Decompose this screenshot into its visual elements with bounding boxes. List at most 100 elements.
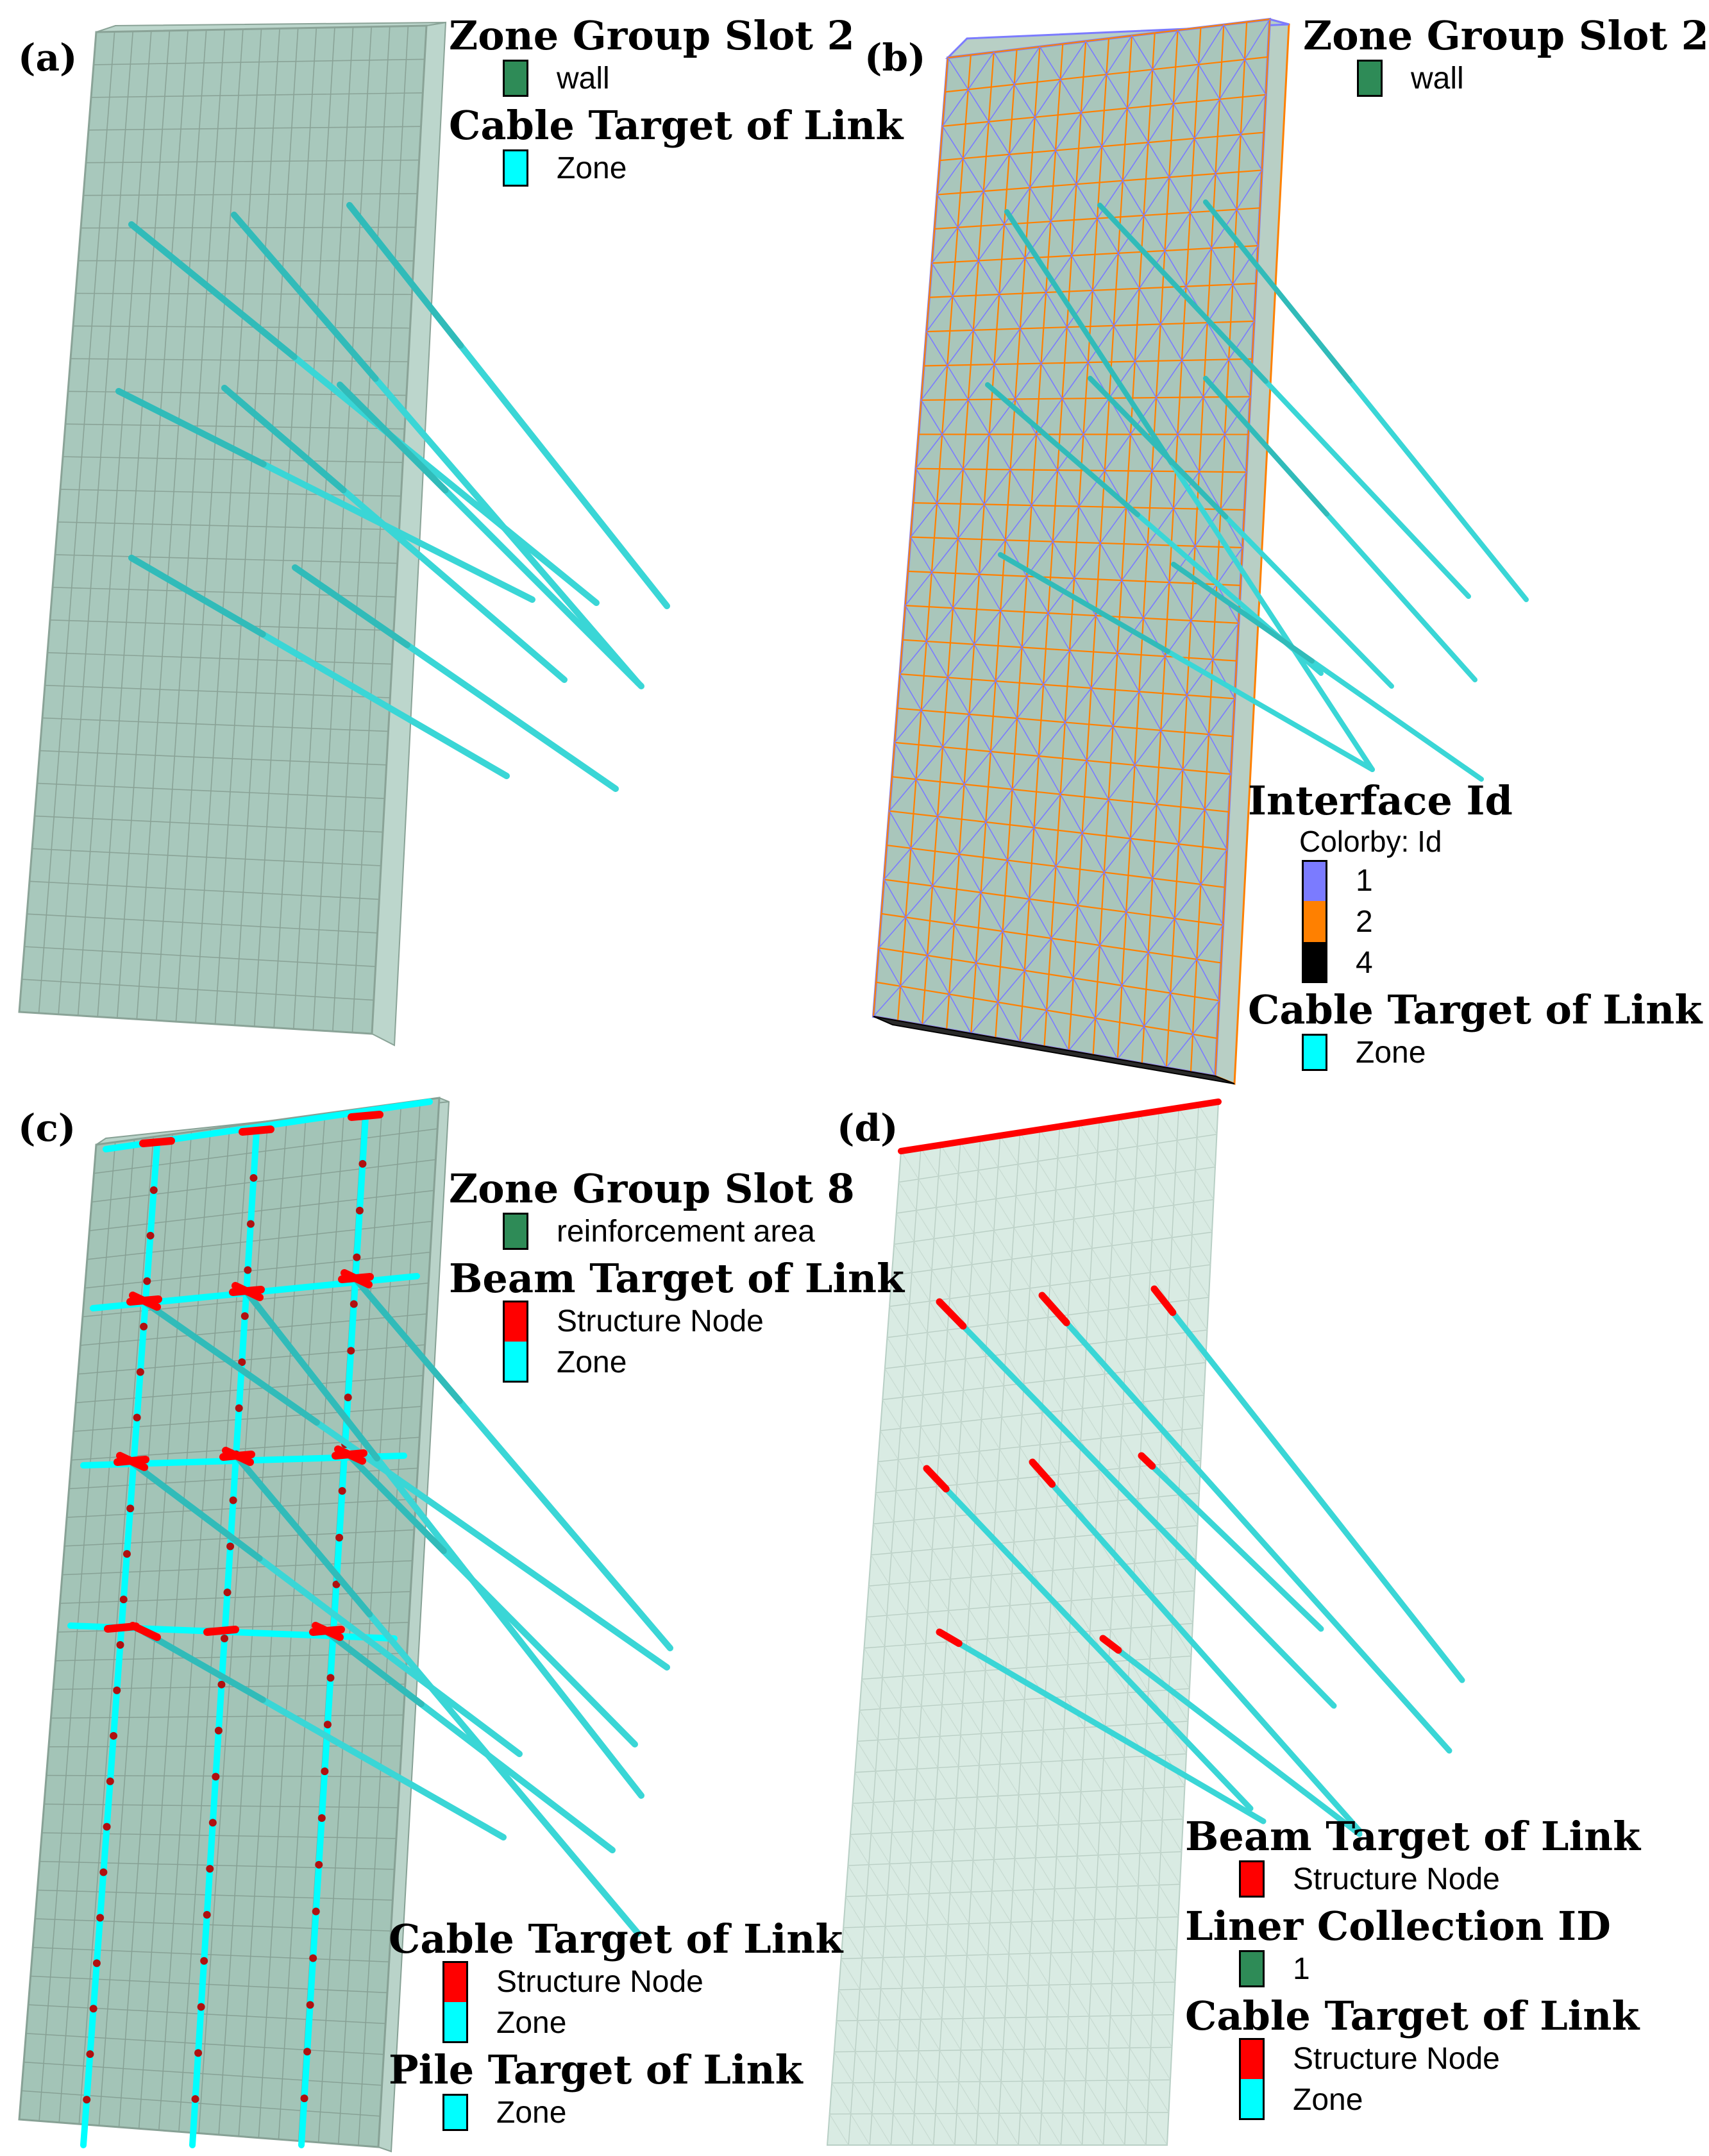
liner-mesh-diagonal [1115, 1181, 1134, 1211]
interface-diagonal [1196, 925, 1224, 960]
liner-mesh-diagonal [985, 1356, 1004, 1386]
liner-mesh-diagonal [1088, 1312, 1107, 1342]
liner-mesh-diagonal [965, 1358, 984, 1388]
liner-mesh-diagonal [1132, 1983, 1153, 2016]
structure-node [83, 2096, 91, 2104]
mesh-line [91, 1159, 436, 1203]
interface-diagonal [1024, 221, 1052, 259]
interface-diagonal [1095, 1018, 1118, 1059]
mesh-line [65, 423, 405, 430]
liner-mesh-diagonal [1117, 1500, 1137, 1531]
structure-node [206, 1865, 214, 1873]
interface-diagonal [978, 224, 1005, 261]
liner-mesh-diagonal [1060, 1442, 1079, 1473]
liner-mesh-diagonal [948, 1610, 968, 1641]
interface-diagonal [1050, 221, 1072, 257]
interface-diagonal [936, 469, 964, 504]
liner-mesh-diagonal [1160, 1852, 1181, 1885]
liner-mesh-diagonal [1059, 1126, 1078, 1156]
liner-mesh-diagonal [954, 1235, 972, 1265]
interface-diagonal [1106, 35, 1132, 75]
liner-mesh-diagonal [893, 1521, 913, 1552]
cable-embedded-segment [141, 1299, 320, 1426]
cable-element [1100, 1635, 1363, 1837]
liner-mesh-diagonal [1091, 1248, 1111, 1278]
liner-mesh-diagonal [1106, 2080, 1127, 2113]
interface-mesh-line [895, 741, 1231, 775]
cable-embedded-segment [244, 1289, 380, 1462]
swatch-structure-node [1239, 1860, 1265, 1898]
liner-mesh-diagonal [1107, 1310, 1127, 1340]
structure-node [309, 1954, 317, 1962]
cable-embedded-segment [141, 1629, 266, 1703]
interface-diagonal [1122, 180, 1145, 216]
interface-diagonal [1011, 789, 1035, 828]
panel-label-a: (a) [18, 36, 78, 80]
liner-mesh-diagonal [884, 1926, 905, 1957]
interface-diagonal [932, 854, 960, 887]
liner-mesh-diagonal [1109, 1277, 1129, 1308]
liner-mesh-diagonal [1078, 1472, 1098, 1503]
structure-node [300, 2094, 308, 2103]
liner-mesh-diagonal [966, 1955, 986, 1987]
structure-node [353, 1253, 361, 1261]
interface-diagonal [1240, 94, 1267, 135]
swatch-structure-node [503, 1301, 528, 1342]
interface-diagonal [1068, 1018, 1096, 1051]
liner-mesh-diagonal [1188, 1299, 1208, 1331]
liner-mesh-diagonal [1095, 1184, 1115, 1214]
liner-mesh-diagonal [1057, 1158, 1076, 1188]
interface-diagonal [973, 294, 1000, 331]
legend-title: Liner Collection ID [1185, 1903, 1611, 1950]
interface-diagonal [1004, 224, 1026, 259]
structure-node [249, 1174, 258, 1182]
liner-mesh-diagonal [929, 1580, 949, 1611]
interface-diagonal [1077, 905, 1100, 946]
mesh-line [55, 1653, 407, 1662]
interface-diagonal [993, 328, 1021, 365]
interface-diagonal [1086, 760, 1109, 800]
interface-diagonal [1082, 798, 1109, 834]
liner-mesh-diagonal [1061, 1760, 1082, 1792]
liner-mesh-diagonal [962, 1703, 982, 1734]
liner-mesh-diagonal [911, 1272, 930, 1302]
interface-diagonal [1196, 959, 1220, 1001]
liner-mesh-diagonal [1155, 1175, 1174, 1206]
structure-node [240, 1312, 249, 1320]
legend-label: Zone [557, 1345, 627, 1379]
interface-diagonal [1147, 103, 1174, 143]
liner-mesh-diagonal [943, 1392, 962, 1422]
liner-mesh-diagonal [935, 1799, 955, 1830]
interface-diagonal [1198, 64, 1220, 100]
liner-mesh-diagonal [989, 1293, 1008, 1323]
interface-mesh-line [910, 536, 1243, 549]
interface-diagonal [1052, 506, 1079, 543]
liner-mesh-diagonal [1138, 1885, 1158, 1918]
swatch-interface-1 [1302, 860, 1327, 901]
interface-diagonal [1026, 576, 1049, 614]
liner-mesh-diagonal [985, 1670, 1004, 1701]
top-beam [898, 1099, 1222, 1154]
liner-mesh-diagonal [868, 1864, 888, 1896]
liner-mesh-diagonal [1055, 1190, 1074, 1220]
liner-mesh-diagonal [975, 1828, 995, 1860]
mesh-line [78, 1344, 425, 1375]
liner-mesh-diagonal [1039, 1794, 1059, 1825]
liner-mesh-diagonal [850, 2114, 870, 2146]
liner-mesh-diagonal [999, 1449, 1018, 1479]
liner-mesh-diagonal [975, 1201, 995, 1231]
liner-mesh-diagonal [958, 2082, 979, 2114]
panel-a-model [18, 21, 670, 1047]
interface-diagonal [1055, 112, 1082, 151]
liner-mesh-diagonal [1163, 1787, 1184, 1819]
interface-diagonal [978, 260, 1000, 295]
interface-diagonal [1147, 918, 1175, 953]
structure-node [99, 1868, 108, 1876]
liner-mesh-diagonal [1157, 1917, 1177, 1950]
liner-mesh-diagonal [947, 1924, 968, 1956]
liner-mesh-diagonal [964, 1671, 984, 1703]
liner-mesh-diagonal [1163, 1399, 1183, 1431]
interface-diagonal [1034, 117, 1056, 151]
interface-diagonal [1152, 29, 1179, 70]
liner-mesh-diagonal [1020, 1132, 1038, 1162]
